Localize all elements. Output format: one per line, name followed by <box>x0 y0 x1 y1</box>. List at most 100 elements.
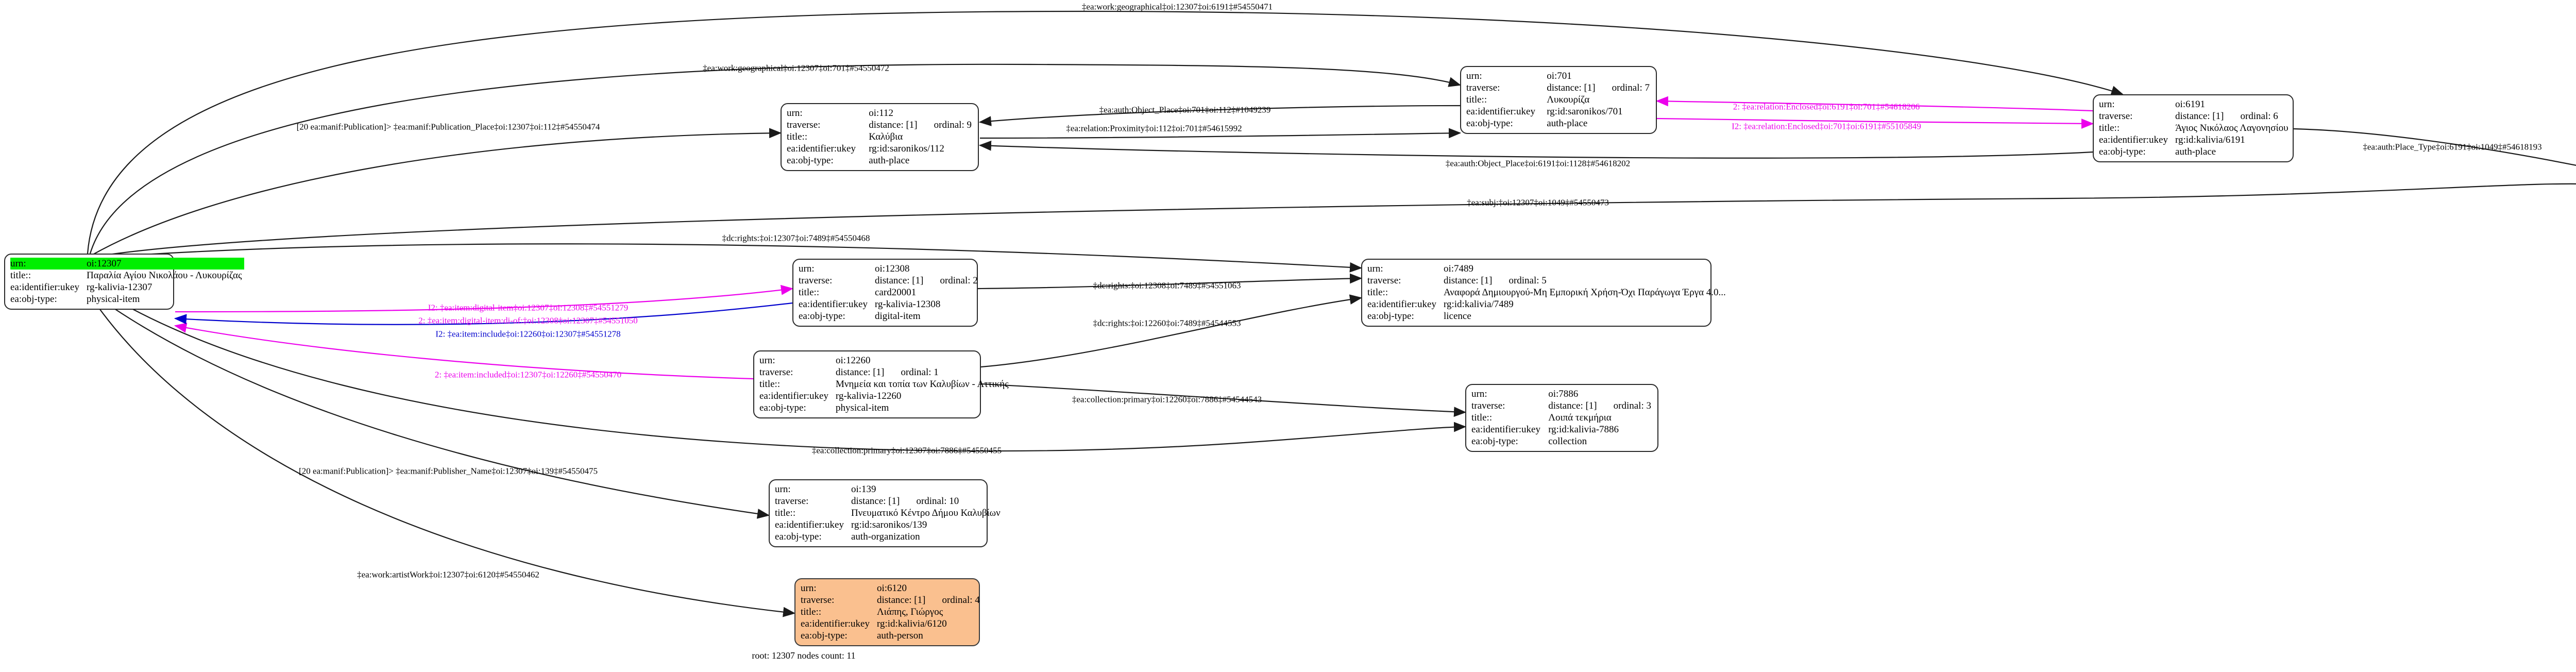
field-label-ukey: ea:identifier:ukey <box>801 618 870 629</box>
field-value-objtype: auth-place <box>1547 118 1588 129</box>
node-row-urn: urn:oi:7489 <box>1367 263 1728 275</box>
field-label-ukey: ea:identifier:ukey <box>10 282 79 293</box>
field-value-objtype: physical-item <box>836 402 889 413</box>
field-value-title: card20001 <box>875 287 917 298</box>
field-label-objtype: ea:obj-type: <box>10 294 57 305</box>
node-row-objtype: ea:obj-type:physical-item <box>10 293 244 305</box>
field-value-ordinal: ordinal: 7 <box>1612 82 1650 93</box>
node-row-objtype: ea:obj-type: auth-place <box>1466 117 1652 129</box>
edge-label: I2: ‡ea:item:include‡oi:12260‡oi:12307‡#… <box>435 329 621 339</box>
edge-label: ‡ea:collection:primary‡oi:12307‡oi:7886‡… <box>811 445 1002 456</box>
field-value-ukey: rg:id:kalivia/6120 <box>877 618 947 629</box>
field-value-objtype: licence <box>1444 311 1471 322</box>
field-value-traverse: distance: [1]ordinal: 10 <box>851 496 959 507</box>
field-label-objtype: ea:obj-type: <box>799 311 845 322</box>
node-row-traverse: traverse: distance: [1]ordinal: 2 <box>799 275 980 287</box>
node-row-title: title::Παραλία Αγίου Νικολάου - Λυκουρίζ… <box>10 270 244 281</box>
field-value-title: Λοιπά τεκμήρια <box>1548 412 1612 423</box>
field-label-title: title:: <box>775 508 796 518</box>
edge-label: [20 ea:manif:Publication]> ‡ea:manif:Pub… <box>296 122 600 132</box>
field-label-ukey: ea:identifier:ukey <box>787 143 856 154</box>
edge-label: 2: ‡ea:item:included‡oi:12307‡oi:12260‡#… <box>434 369 622 380</box>
node-row-objtype: ea:obj-type:auth-organization <box>775 531 1003 543</box>
field-label-title: title:: <box>1466 94 1487 105</box>
field-value-ordinal: ordinal: 4 <box>942 595 980 606</box>
field-value-traverse: distance: [1]ordinal: 2 <box>875 275 978 286</box>
node-row-urn: urn:oi:701 <box>1466 70 1652 82</box>
node-fields: urn: oi:12308 traverse: distance: [1]ordina… <box>799 263 980 322</box>
field-value-traverse: distance: [1]ordinal: 4 <box>877 595 980 606</box>
field-value-ukey: rg:id:kalivia-7886 <box>1548 424 1619 435</box>
field-value-traverse: distance: [1]ordinal: 6 <box>2175 111 2278 122</box>
field-value-ordinal: ordinal: 2 <box>940 275 978 286</box>
node-row-urn: urn:oi:139 <box>775 483 1003 495</box>
field-label-ukey: ea:identifier:ukey <box>2099 135 2168 145</box>
field-label-objtype: ea:obj-type: <box>801 630 848 641</box>
field-label-objtype: ea:obj-type: <box>1466 118 1513 129</box>
field-label-ukey: ea:identifier:ukey <box>1471 424 1540 435</box>
field-value-urn: oi:12308 <box>875 263 910 274</box>
field-value-ukey: rg:id:kalivia/6191 <box>2175 135 2245 145</box>
field-label-ukey: ea:identifier:ukey <box>759 391 828 401</box>
field-label-urn: urn: <box>1466 71 1482 81</box>
field-label-urn: urn: <box>787 108 803 119</box>
node-row-title: title::card20001 <box>799 287 980 298</box>
edge-label: ‡ea:auth:Place_Type‡oi:6191‡oi:1049‡#546… <box>2363 142 2542 152</box>
node-row-urn: urn: oi:112 <box>787 107 974 119</box>
field-value-urn: oi:139 <box>851 484 876 495</box>
field-value-urn: oi:12307 <box>81 258 244 270</box>
field-label-objtype: ea:obj-type: <box>1471 436 1518 447</box>
field-value-ordinal: ordinal: 3 <box>1613 400 1651 411</box>
node-row-objtype: ea:obj-type: auth-place <box>2099 146 2291 158</box>
field-label-urn: urn: <box>2099 99 2115 110</box>
field-label-traverse: traverse: <box>799 275 833 286</box>
field-label-title: title:: <box>1367 287 1388 298</box>
field-label-traverse: traverse: <box>801 595 835 606</box>
field-value-ukey: rg:id:saronikos/139 <box>851 519 927 530</box>
edge-label: ‡ea:auth:Object_Place‡oi:701‡oi:112‡#104… <box>1099 105 1271 115</box>
field-label-objtype: ea:obj-type: <box>1367 311 1414 322</box>
field-value-traverse: distance: [1]ordinal: 1 <box>836 367 939 378</box>
node-row-urn: urn:oi:7886 <box>1471 388 1653 400</box>
field-value-title: Λυκουρίζα <box>1547 94 1590 105</box>
field-label-ukey: ea:identifier:ukey <box>775 519 844 530</box>
edge-label: ‡dc:rights:‡oi:12260‡oi:7489‡#54544553 <box>1093 318 1241 328</box>
node-row-urn: urn:oi:6191 <box>2099 98 2291 110</box>
node-row-urn: urn:oi:12260 <box>759 355 1011 366</box>
field-label-urn: urn: <box>10 258 81 270</box>
graph-footer: root: 12307 nodes count: 11 <box>752 650 856 661</box>
field-value-ordinal: ordinal: 10 <box>916 496 959 507</box>
field-label-urn: urn: <box>799 263 815 274</box>
field-value-objtype: auth-place <box>2175 146 2216 157</box>
node-row-traverse: traverse:distance: [1]ordinal: 1 <box>759 366 1011 378</box>
field-label-traverse: traverse: <box>1471 400 1505 411</box>
field-label-ukey: ea:identifier:ukey <box>799 299 868 310</box>
field-label-title: title:: <box>10 270 31 281</box>
field-label-ukey: ea:identifier:ukey <box>1466 106 1535 117</box>
field-value-ordinal: ordinal: 5 <box>1509 275 1547 286</box>
field-label-traverse: traverse: <box>1367 275 1401 286</box>
field-value-urn: oi:112 <box>869 108 894 119</box>
field-value-ordinal: ordinal: 6 <box>2240 111 2278 122</box>
node-row-ukey: ea:identifier:ukey rg:id:kalivia-7886 <box>1471 424 1653 435</box>
field-label-objtype: ea:obj-type: <box>2099 146 2146 157</box>
graph-node[interactable]: urn: oi:12308 traverse: distance: [1]ordina… <box>792 259 978 327</box>
node-row-title: title::Πνευματικό Κέντρο Δήμου Καλυβίων <box>775 507 1003 519</box>
node-row-ukey: ea:identifier:ukey rg:id:kalivia/6191 <box>2099 134 2291 146</box>
field-value-urn: oi:12260 <box>836 355 871 366</box>
